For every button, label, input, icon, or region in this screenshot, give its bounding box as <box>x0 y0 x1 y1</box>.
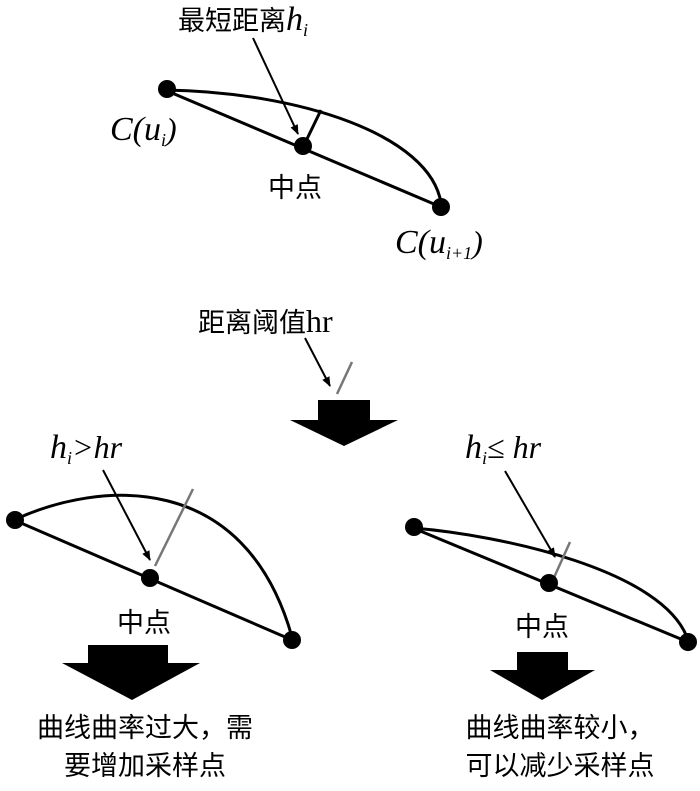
right-condition: hi≤ hr <box>465 429 542 468</box>
curve-arc <box>164 88 443 204</box>
start-point <box>405 518 423 536</box>
threshold-label: 距离阈值hr <box>198 303 333 339</box>
midpoint <box>540 574 558 592</box>
down-arrow-icon <box>62 645 200 700</box>
curve-arc <box>412 526 690 641</box>
midpoint-label: 中点 <box>515 612 569 643</box>
top-diagram: 最短距离hi C(ui) 中点 C(ui+1) <box>110 1 483 263</box>
left-conclusion-line2: 要增加采样点 <box>64 751 226 782</box>
shortest-distance-label: 最短距离hi <box>178 1 308 40</box>
pointer-arrow <box>504 470 556 558</box>
curve-arc <box>13 493 294 638</box>
left-case: hi>hr 中点 曲线曲率过大，需 要增加采样点 <box>6 429 301 782</box>
start-point-label: C(ui) <box>110 111 177 150</box>
end-point <box>432 198 450 216</box>
midpoint <box>294 137 312 155</box>
pointer-arrow <box>102 469 151 561</box>
down-arrow-icon <box>490 652 595 700</box>
down-arrow-icon <box>290 400 398 446</box>
start-point <box>158 80 176 98</box>
left-condition: hi>hr <box>50 429 123 468</box>
right-conclusion-line1: 曲线曲率较小， <box>466 713 655 744</box>
right-conclusion-line2: 可以减少采样点 <box>466 751 655 782</box>
threshold-pointer-arrow <box>304 337 331 387</box>
end-point <box>283 631 301 649</box>
midpoint-label: 中点 <box>117 608 171 639</box>
distance-segment <box>550 541 572 583</box>
right-case: hi≤ hr 中点 曲线曲率较小， 可以减少采样点 <box>405 429 697 782</box>
start-point <box>6 511 24 529</box>
distance-segment <box>304 109 323 142</box>
end-point-label: C(ui+1) <box>395 224 483 263</box>
pointer-arrow <box>252 37 299 135</box>
midpoint-label: 中点 <box>268 173 322 204</box>
threshold-segment <box>335 361 354 395</box>
midpoint <box>141 569 159 587</box>
left-conclusion-line1: 曲线曲率过大，需 <box>37 713 253 744</box>
end-point <box>679 633 697 651</box>
threshold-section: 距离阈值hr <box>198 303 398 446</box>
distance-segment <box>153 488 195 567</box>
